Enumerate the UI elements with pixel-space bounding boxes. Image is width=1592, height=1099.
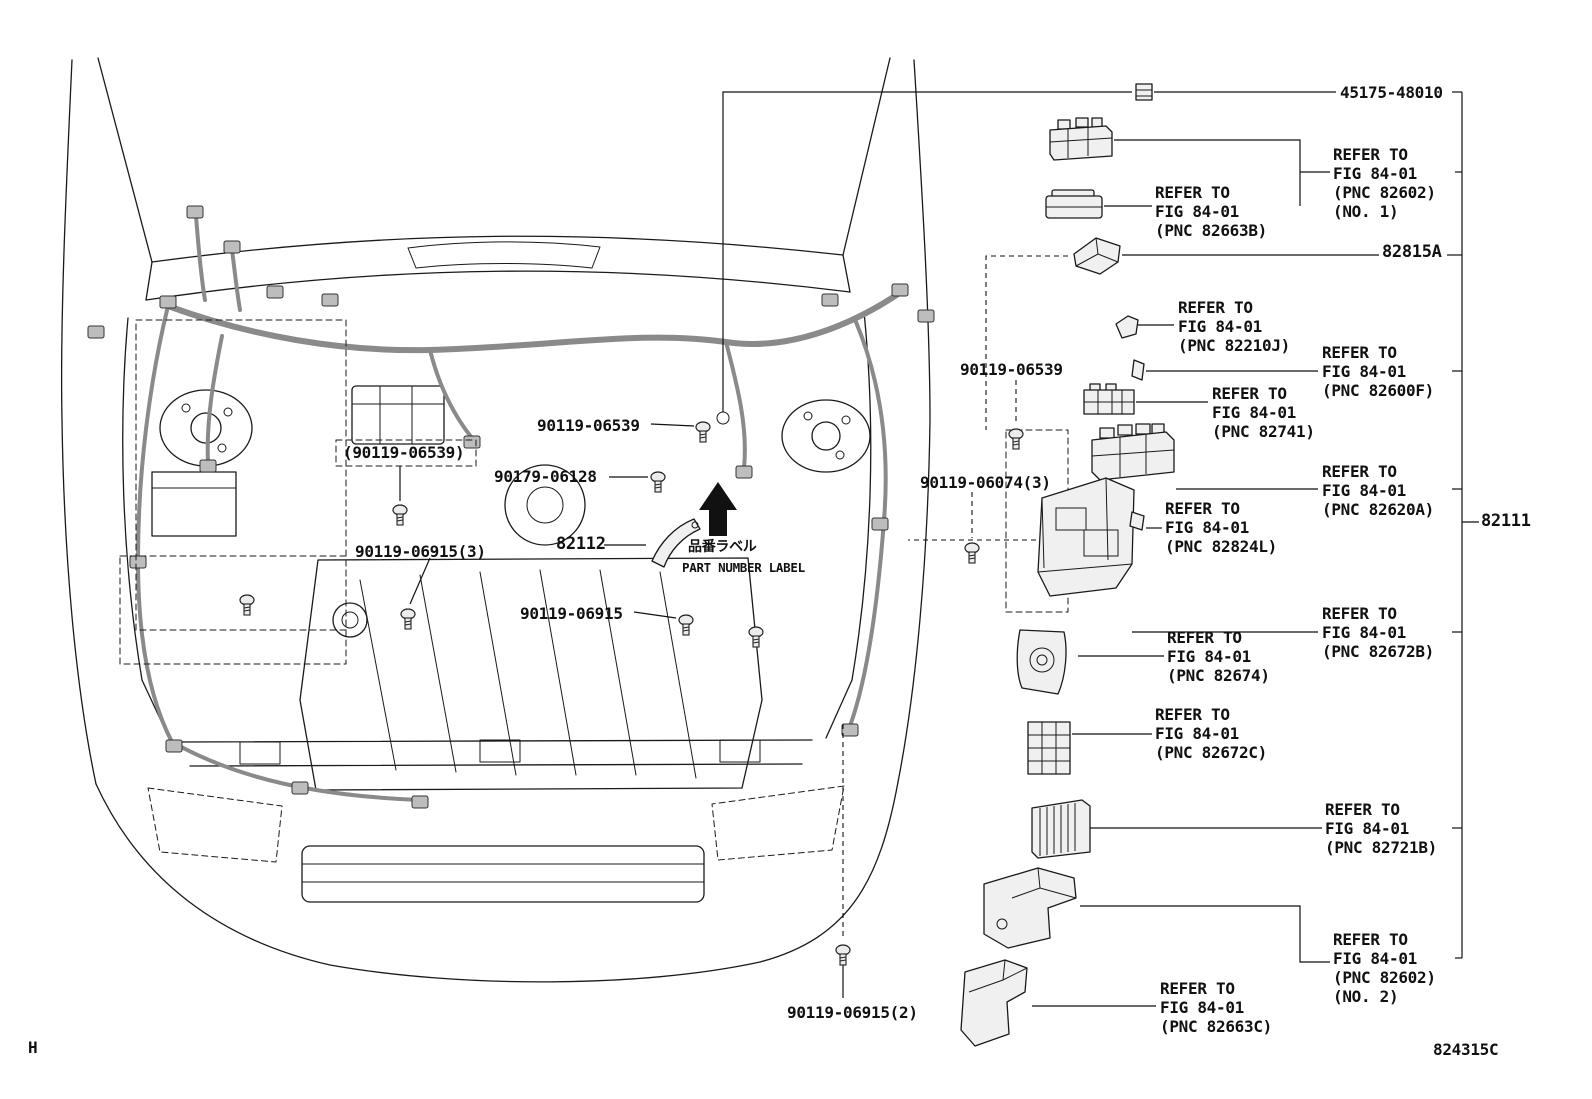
connector-82663b-icon: [1045, 189, 1103, 219]
connector-82674-icon: [1016, 629, 1067, 695]
callout-bolt-06128: 90179-06128: [494, 467, 597, 486]
fusebox-82620a-icon: [1091, 423, 1175, 481]
bolt-icons: [239, 421, 1024, 966]
bolt-icon: [748, 626, 764, 648]
callout-82112: 82112: [556, 534, 606, 554]
junction-block-82602no1-icon: [1049, 117, 1113, 161]
ref-callout-82600f: REFER TO FIG 84-01 (PNC 82600F): [1322, 343, 1434, 400]
grommet-45175-icon: [1135, 83, 1153, 101]
ref-callout-82663c: REFER TO FIG 84-01 (PNC 82663C): [1160, 979, 1272, 1036]
part-number-label-jp: 品番ラベル: [688, 539, 757, 555]
strut-towers: [159, 389, 871, 473]
bracket-82602no2-icon: [983, 867, 1077, 949]
connector-82210j-icon: [1115, 315, 1139, 339]
car-body-outline: [60, 57, 931, 983]
sheet-code: H: [28, 1038, 38, 1057]
callout-82815a: 82815A: [1382, 242, 1442, 262]
drawing-code: 824315C: [1433, 1040, 1499, 1059]
bolt-icon: [695, 421, 711, 443]
part-number-label-en: PART NUMBER LABEL: [682, 560, 805, 575]
bolt-icon: [1008, 428, 1024, 450]
ref-callout-82620a: REFER TO FIG 84-01 (PNC 82620A): [1322, 462, 1434, 519]
callout-bolt-06074: 90119-06074(3): [920, 473, 1051, 492]
ref-callout-82741: REFER TO FIG 84-01 (PNC 82741): [1212, 384, 1315, 441]
ref-callout-82721b: REFER TO FIG 84-01 (PNC 82721B): [1325, 800, 1437, 857]
callout-bolt-06539-center: 90119-06539: [537, 416, 640, 435]
callout-bolt-06915: 90119-06915: [520, 604, 623, 623]
ecu-82721b-icon: [1031, 799, 1091, 859]
ref-callout-82672b: REFER TO FIG 84-01 (PNC 82672B): [1322, 604, 1434, 661]
bolt-icon: [964, 542, 980, 564]
bolt-icon: [678, 614, 694, 636]
callout-bolt-06539-paren: (90119-06539): [343, 443, 465, 462]
ref-callout-82663b: REFER TO FIG 84-01 (PNC 82663B): [1155, 183, 1267, 240]
ref-callout-82602-no1: REFER TO FIG 84-01 (PNC 82602) (NO. 1): [1333, 145, 1436, 221]
callout-grommet-part-number: 45175-48010: [1340, 83, 1443, 102]
connector-82600f-icon: [1131, 359, 1145, 381]
bracket-82663c-icon: [960, 959, 1028, 1047]
ref-callout-82674: REFER TO FIG 84-01 (PNC 82674): [1167, 628, 1270, 685]
ref-callout-82672c: REFER TO FIG 84-01 (PNC 82672C): [1155, 705, 1267, 762]
bolt-icon: [239, 594, 255, 616]
engine-components: [147, 385, 845, 903]
connector-82672c-icon: [1027, 721, 1071, 775]
bracket-82815a-icon: [1073, 237, 1121, 275]
callout-bolt-06539-right: 90119-06539: [960, 360, 1063, 379]
harness-clamp-82112-icon: [651, 518, 701, 568]
ref-callout-82210j: REFER TO FIG 84-01 (PNC 82210J): [1178, 298, 1290, 355]
callout-bolt-06915-3: 90119-06915(3): [355, 542, 486, 561]
bolt-icon: [392, 504, 408, 526]
ref-callout-82602-no2: REFER TO FIG 84-01 (PNC 82602) (NO. 2): [1333, 930, 1436, 1006]
ref-callout-82824l: REFER TO FIG 84-01 (PNC 82824L): [1165, 499, 1277, 556]
bolt-icon: [650, 471, 666, 493]
callout-main-82111: 82111: [1481, 511, 1531, 531]
bolt-icon: [835, 944, 851, 966]
callout-bolt-06915-2: 90119-06915(2): [787, 1003, 918, 1022]
bolt-icon: [400, 608, 416, 630]
harness-connectors: [87, 205, 935, 809]
wire-harness: [135, 214, 901, 802]
relay-block-82824l-icon: [1037, 477, 1145, 597]
part-number-label-arrow-icon: [699, 482, 737, 536]
leader-lines: [399, 91, 1479, 1007]
relay-82741-icon: [1083, 383, 1135, 415]
